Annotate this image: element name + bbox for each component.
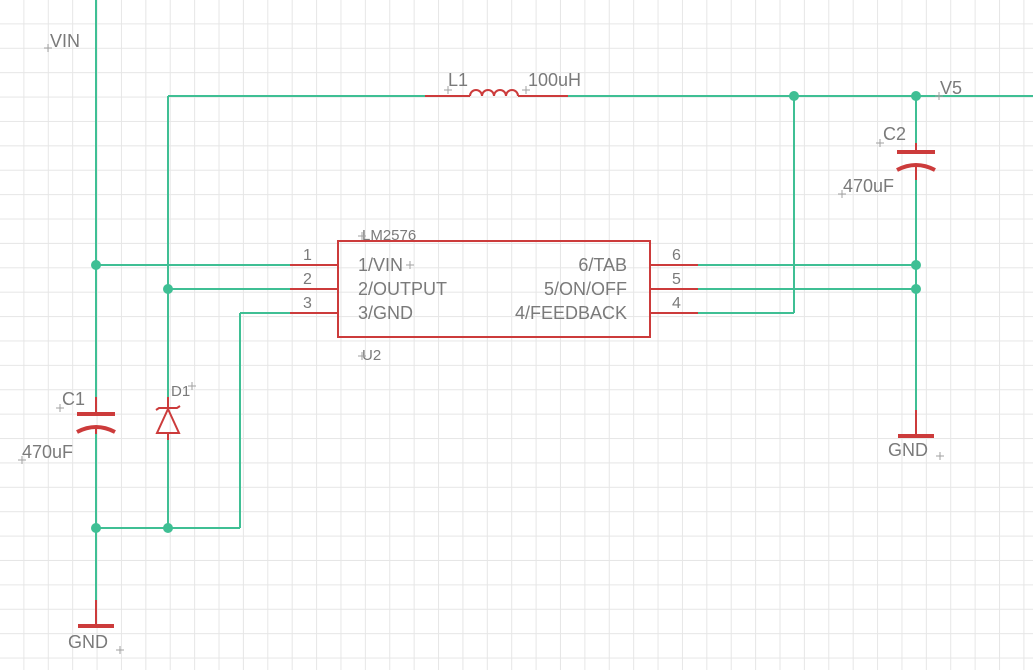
ic-pin-5-name: 5/ON/OFF <box>544 279 627 299</box>
ic-u2[interactable] <box>290 240 698 338</box>
diode-d1[interactable] <box>155 397 181 440</box>
ic-pin-4-name: 4/FEEDBACK <box>515 303 627 323</box>
ic-pin-4-number: 4 <box>672 295 681 312</box>
junction-v5[interactable] <box>911 91 921 101</box>
junction-gnd-left[interactable] <box>91 523 101 533</box>
net-label-vin: VIN <box>50 31 80 51</box>
junctions <box>91 91 921 533</box>
capacitor-c1[interactable] <box>76 397 116 434</box>
inductor-ref-label: L1 <box>448 70 468 90</box>
ic-pin-6-name: 6/TAB <box>578 255 627 275</box>
junction-vin[interactable] <box>91 260 101 270</box>
inductor-l1[interactable] <box>425 89 568 97</box>
diode-ref-label: D1 <box>171 383 190 400</box>
net-label-v5: V5 <box>940 78 962 98</box>
ic-value-label: LM2576 <box>362 227 416 244</box>
gnd-symbol-left[interactable] <box>78 600 114 628</box>
c1-ref-label: C1 <box>62 389 85 409</box>
ic-pin-6-number: 6 <box>672 247 681 264</box>
c1-value-label: 470uF <box>22 442 73 462</box>
ic-pin-1-name: 1/VIN <box>358 255 403 275</box>
ic-ref-label: U2 <box>362 347 381 364</box>
junction-feedback[interactable] <box>789 91 799 101</box>
gnd-symbol-right[interactable] <box>898 410 934 438</box>
junction-gnd-diode[interactable] <box>163 523 173 533</box>
ic-pin-2-name: 2/OUTPUT <box>358 279 447 299</box>
gnd-right-label: GND <box>888 440 928 460</box>
ic-pin-3-number: 3 <box>303 295 312 312</box>
gnd-left-label: GND <box>68 632 108 652</box>
inductor-value-label: 100uH <box>528 70 581 90</box>
ic-pin-3-name: 3/GND <box>358 303 413 323</box>
ic-pin-5-number: 5 <box>672 271 681 288</box>
junction-tab[interactable] <box>911 260 921 270</box>
ic-pin-2-number: 2 <box>303 271 312 288</box>
junction-sw[interactable] <box>163 284 173 294</box>
c2-value-label: 470uF <box>843 176 894 196</box>
junction-onoff[interactable] <box>911 284 921 294</box>
wires <box>95 0 1033 600</box>
ic-pin-1-number: 1 <box>303 247 312 264</box>
c2-ref-label: C2 <box>883 124 906 144</box>
capacitor-c2[interactable] <box>896 143 936 180</box>
